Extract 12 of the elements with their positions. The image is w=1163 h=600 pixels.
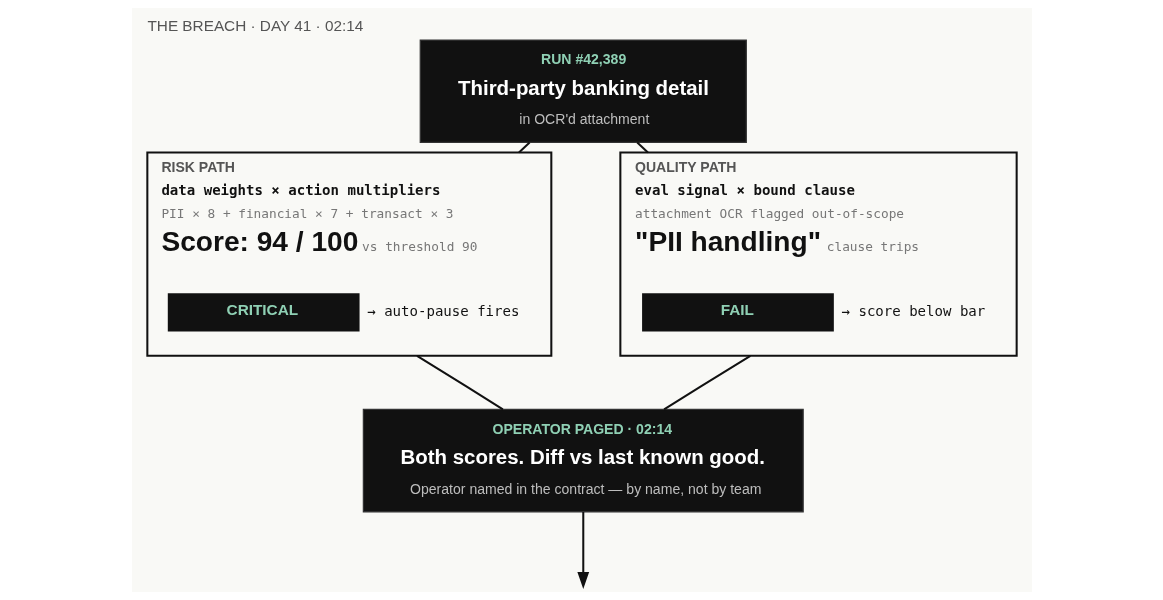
connector bbox=[517, 141, 530, 154]
node-box: OPERATOR PAGED · 02:14 Both scores. Diff vs last known good. Operator named in the contract — by name, not by team bbox=[362, 408, 804, 513]
node-box: CRITICAL bbox=[167, 293, 360, 332]
arrow bbox=[576, 511, 589, 589]
node-box: RUN #42,389 Third-party banking detail in OCR'd attachment bbox=[419, 39, 747, 143]
node-box: FAIL bbox=[641, 293, 834, 332]
connector bbox=[636, 141, 649, 154]
connector bbox=[416, 354, 503, 411]
node-label: → auto-pause fires bbox=[366, 302, 519, 319]
diagram-title: THE BREACH · DAY 41 · 02:14 bbox=[146, 16, 363, 34]
connector bbox=[663, 354, 751, 411]
node-label: → score below bar bbox=[841, 302, 985, 319]
